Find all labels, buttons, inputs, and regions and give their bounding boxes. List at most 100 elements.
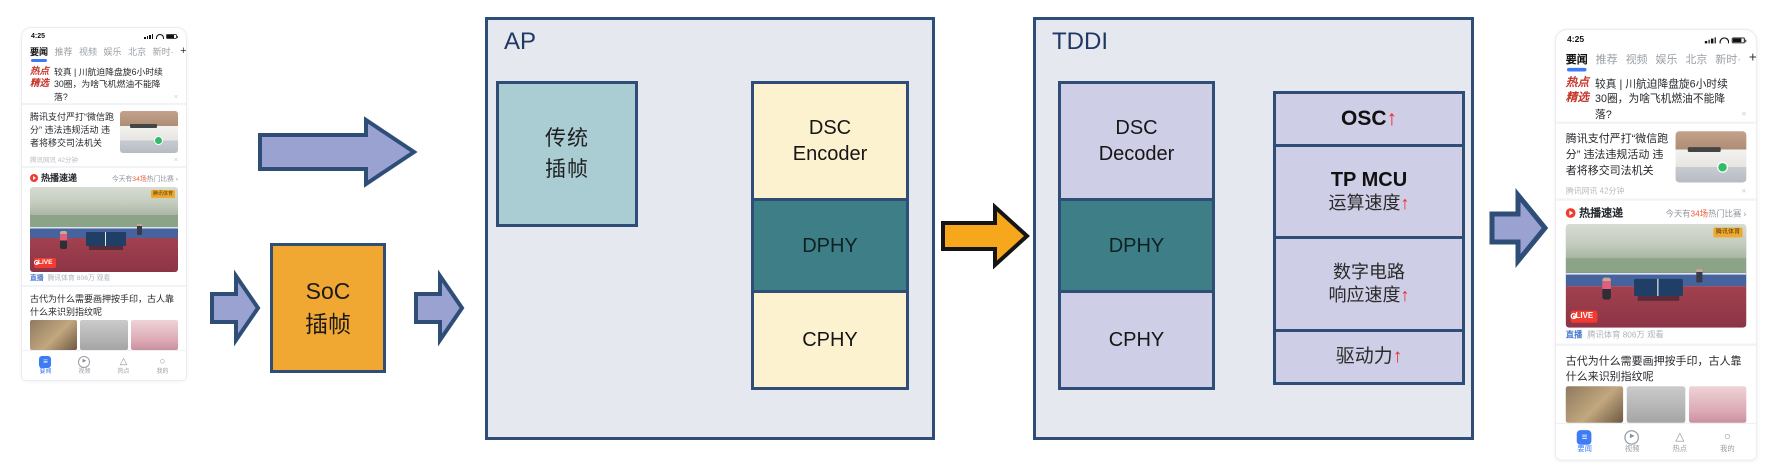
benefit-digital-circuit: 数字电路 响应速度↑ — [1273, 236, 1465, 332]
live-video-thumbnail[interactable]: 腾讯体育 LIVE — [30, 186, 178, 272]
right-phone-screenshot: 4:25 要闻 推荐 视频 娱乐 北京 新时· + 热点 精选 — [1556, 30, 1757, 460]
benefit-tp-mcu: TP MCU 运算速度↑ — [1273, 144, 1465, 239]
gallery-thumbnail — [1627, 386, 1685, 423]
gallery-thumbnail — [80, 320, 128, 351]
news-meta: 腾讯网讯 42分钟 × — [1565, 187, 1747, 197]
news-item-gallery[interactable]: 古代为什么需要画押按手印，古人靠什么来识别指纹呢 — [22, 290, 186, 351]
player-figure — [1695, 269, 1702, 283]
tab-shipin[interactable]: 视频 — [1625, 52, 1648, 66]
benefit-drive-strength: 驱动力↑ — [1273, 329, 1465, 385]
left-phone-screenshot: 4:25 要闻 推荐 视频 娱乐 北京 新时· + 热点 精选 — [22, 28, 186, 380]
divider — [22, 166, 186, 171]
player-figure — [1601, 277, 1611, 300]
live-badge: LIVE — [1570, 310, 1599, 323]
tab-tuijian[interactable]: 推荐 — [1595, 52, 1618, 66]
gallery-thumbnail — [1688, 386, 1747, 423]
pingpong-table — [86, 232, 127, 247]
tab-yule[interactable]: 娱乐 — [103, 46, 122, 57]
nav-item-hot[interactable]: △ 热点 — [117, 356, 130, 376]
nav-item-home[interactable]: ≡ 要闻 — [1577, 429, 1592, 454]
tddi-panel: TDDI DSC Decoder DPHY CPHY OSC↑ TP MCU 运… — [1033, 17, 1474, 440]
hot-live-section-header: 热播速递 今天有34场热门比赛 › — [1556, 205, 1756, 221]
news-item-article[interactable]: 腾讯支付严打“微信跑分” 违法违规活动 违者将移交司法机关 — [22, 108, 186, 154]
status-icons — [144, 33, 178, 40]
news-thumbnail — [120, 110, 178, 153]
nav-item-hot[interactable]: △ 热点 — [1672, 430, 1688, 454]
divider — [1556, 121, 1757, 127]
hot-icon: △ — [1675, 430, 1685, 444]
bottom-nav: ≡ 要闻 ▶ 视频 △ 热点 ○ 我的 — [1556, 422, 1757, 460]
news-item-hot[interactable]: 热点 精选 较真 | 川航迫降盘旋6小时续30圈，为啥飞机燃油不能降落? × — [22, 61, 186, 102]
tddi-panel-title: TDDI — [1052, 28, 1108, 55]
live-section-icon — [30, 173, 38, 182]
nav-item-me[interactable]: ○ 我的 — [1720, 430, 1735, 454]
home-icon: ≡ — [1577, 429, 1592, 445]
section-more-link[interactable]: 今天有34场热门比赛 › — [1665, 210, 1747, 219]
gallery-thumbnails — [1565, 386, 1747, 423]
divider — [22, 285, 186, 290]
tab-tuijian[interactable]: 推荐 — [54, 46, 73, 57]
live-dot-icon — [34, 260, 39, 266]
player-figure — [136, 223, 142, 235]
dismiss-icon[interactable]: × — [173, 93, 178, 101]
news-headline: 腾讯支付严打“微信跑分” 违法违规活动 违者将移交司法机关 — [30, 111, 114, 148]
dismiss-icon[interactable]: × — [173, 157, 178, 165]
news-item-gallery[interactable]: 古代为什么需要画押按手印，古人靠什么来识别指纹呢 — [1556, 350, 1756, 423]
battery-icon — [1731, 36, 1747, 44]
news-item-article[interactable]: 腾讯支付严打“微信跑分” 违法违规活动 违者将移交司法机关 — [1556, 127, 1756, 184]
flow-arrow-top — [258, 116, 418, 188]
pingpong-table — [1634, 279, 1684, 297]
status-icons — [1704, 36, 1747, 44]
wifi-icon — [1718, 37, 1729, 44]
dismiss-icon[interactable]: × — [1741, 110, 1747, 119]
home-icon: ≡ — [39, 355, 52, 368]
nav-item-video[interactable]: ▶ 视频 — [1624, 429, 1640, 454]
live-tag: 直播 — [1565, 331, 1583, 341]
news-thumbnail — [1675, 131, 1747, 183]
broadcaster-badge: 腾讯体育 — [150, 189, 175, 198]
video-meta: 直播 腾讯体育 806万 观看 — [1556, 327, 1756, 341]
section-title: 热播速递 — [41, 173, 78, 184]
section-more-link[interactable]: 今天有34场热门比赛 › — [111, 175, 178, 183]
ap-phy-stack: DSC Encoder DPHY CPHY — [751, 81, 909, 390]
arena-floor — [1565, 258, 1747, 274]
dismiss-icon[interactable]: × — [1741, 187, 1747, 197]
live-section-icon — [1565, 207, 1576, 218]
nav-item-me[interactable]: ○ 我的 — [156, 356, 169, 376]
hot-icon: △ — [119, 356, 128, 368]
nav-item-home[interactable]: ≡ 要闻 — [39, 355, 52, 376]
tab-yule[interactable]: 娱乐 — [1655, 52, 1678, 66]
video-icon: ▶ — [78, 355, 91, 368]
battery-icon — [166, 33, 178, 40]
signal-icon — [144, 33, 153, 40]
ap-cphy-box: CPHY — [751, 290, 909, 390]
phone-before: 4:25 要闻 推荐 视频 娱乐 北京 新时· + 热点 精选 — [22, 28, 186, 380]
up-arrow-icon: ↑ — [1400, 285, 1410, 305]
news-item-hot[interactable]: 热点 精选 较真 | 川航迫降盘旋6小时续30圈，为啥飞机燃油不能降落? × — [1556, 70, 1756, 119]
tab-xinshi[interactable]: 新时· — [152, 46, 174, 57]
tab-shipin[interactable]: 视频 — [79, 46, 98, 57]
news-tab-bar: 要闻 推荐 视频 娱乐 北京 新时· + — [1556, 47, 1757, 72]
up-arrow-icon: ↑ — [1400, 192, 1410, 213]
add-channel-button[interactable]: + — [1748, 51, 1757, 66]
gallery-thumbnails — [30, 320, 178, 351]
tab-xinshi[interactable]: 新时· — [1715, 52, 1741, 66]
status-bar: 4:25 — [22, 28, 186, 42]
tab-yaowen[interactable]: 要闻 — [30, 46, 49, 62]
benefit-osc: OSC↑ — [1273, 91, 1465, 147]
gallery-thumbnail — [1565, 386, 1624, 423]
bottom-nav: ≡ 要闻 ▶ 视频 △ 热点 ○ 我的 — [22, 350, 186, 380]
tab-yaowen[interactable]: 要闻 — [1566, 50, 1588, 72]
divider — [1556, 198, 1757, 205]
ap-panel: AP 传统 插帧 DSC Encoder DPHY CPHY — [485, 17, 935, 440]
news-headline: 腾讯支付严打“微信跑分” 违法违规活动 违者将移交司法机关 — [1565, 132, 1669, 177]
add-channel-button[interactable]: + — [180, 45, 186, 58]
live-tag: 直播 — [30, 275, 44, 283]
nav-item-video[interactable]: ▶ 视频 — [78, 355, 91, 375]
live-video-thumbnail[interactable]: 腾讯体育 LIVE — [1565, 223, 1747, 328]
tab-beijing[interactable]: 北京 — [128, 46, 147, 57]
tab-beijing[interactable]: 北京 — [1685, 52, 1708, 66]
hot-pick-badge: 热点 精选 — [1565, 76, 1589, 105]
section-title: 热播速递 — [1579, 207, 1624, 220]
